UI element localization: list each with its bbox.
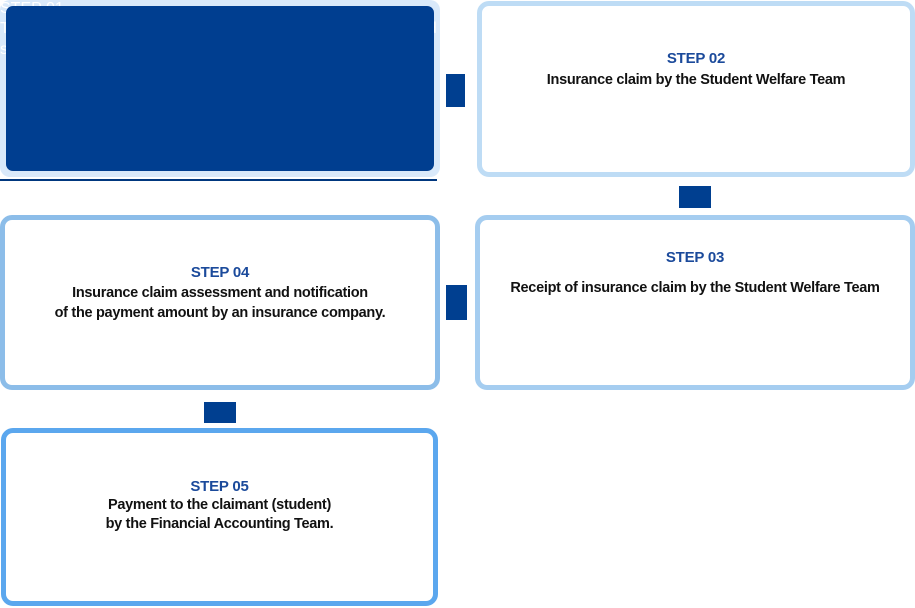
step-03-description: Receipt of insurance claim by the Studen… xyxy=(480,278,910,298)
step-04-description-line: of the payment amount by an insurance co… xyxy=(54,305,386,321)
connector-step3-step4 xyxy=(446,285,467,320)
step-05-description-line: by the Financial Accounting Team. xyxy=(105,516,334,532)
connector-step4-step5 xyxy=(204,402,236,423)
step-04-card: STEP 04 Insurance claim assessment and n… xyxy=(0,215,440,390)
step-02-description: Insurance claim by the Student Welfare T… xyxy=(482,70,910,90)
step-05-description-line: Payment to the claimant (student) xyxy=(108,497,331,513)
connector-step1-step2 xyxy=(446,74,465,107)
step-02-description-line: Insurance claim by the Student Welfare T… xyxy=(546,72,846,88)
connector-step2-step3 xyxy=(679,186,711,208)
step-04-description-line: Insurance claim assessment and notificat… xyxy=(72,285,368,301)
step-01-card: STEP 01 The injured party shall complete… xyxy=(0,0,440,177)
step-05-card: STEP 05 Payment to the claimant (student… xyxy=(1,428,438,606)
step-01-underline xyxy=(0,179,437,181)
step-02-title: STEP 02 xyxy=(666,50,726,67)
step-03-description-line: Receipt of insurance claim by the Studen… xyxy=(510,280,880,296)
step-01-card-fill xyxy=(6,6,434,171)
step-05-description: Payment to the claimant (student) by the… xyxy=(6,496,433,534)
step-03-title: STEP 03 xyxy=(665,249,725,266)
step-05-title: STEP 05 xyxy=(190,478,249,495)
step-04-description: Insurance claim assessment and notificat… xyxy=(5,283,435,323)
step-04-title: STEP 04 xyxy=(190,264,250,281)
step-03-card: STEP 03 Receipt of insurance claim by th… xyxy=(475,215,915,390)
step-02-card: STEP 02 Insurance claim by the Student W… xyxy=(477,1,915,177)
